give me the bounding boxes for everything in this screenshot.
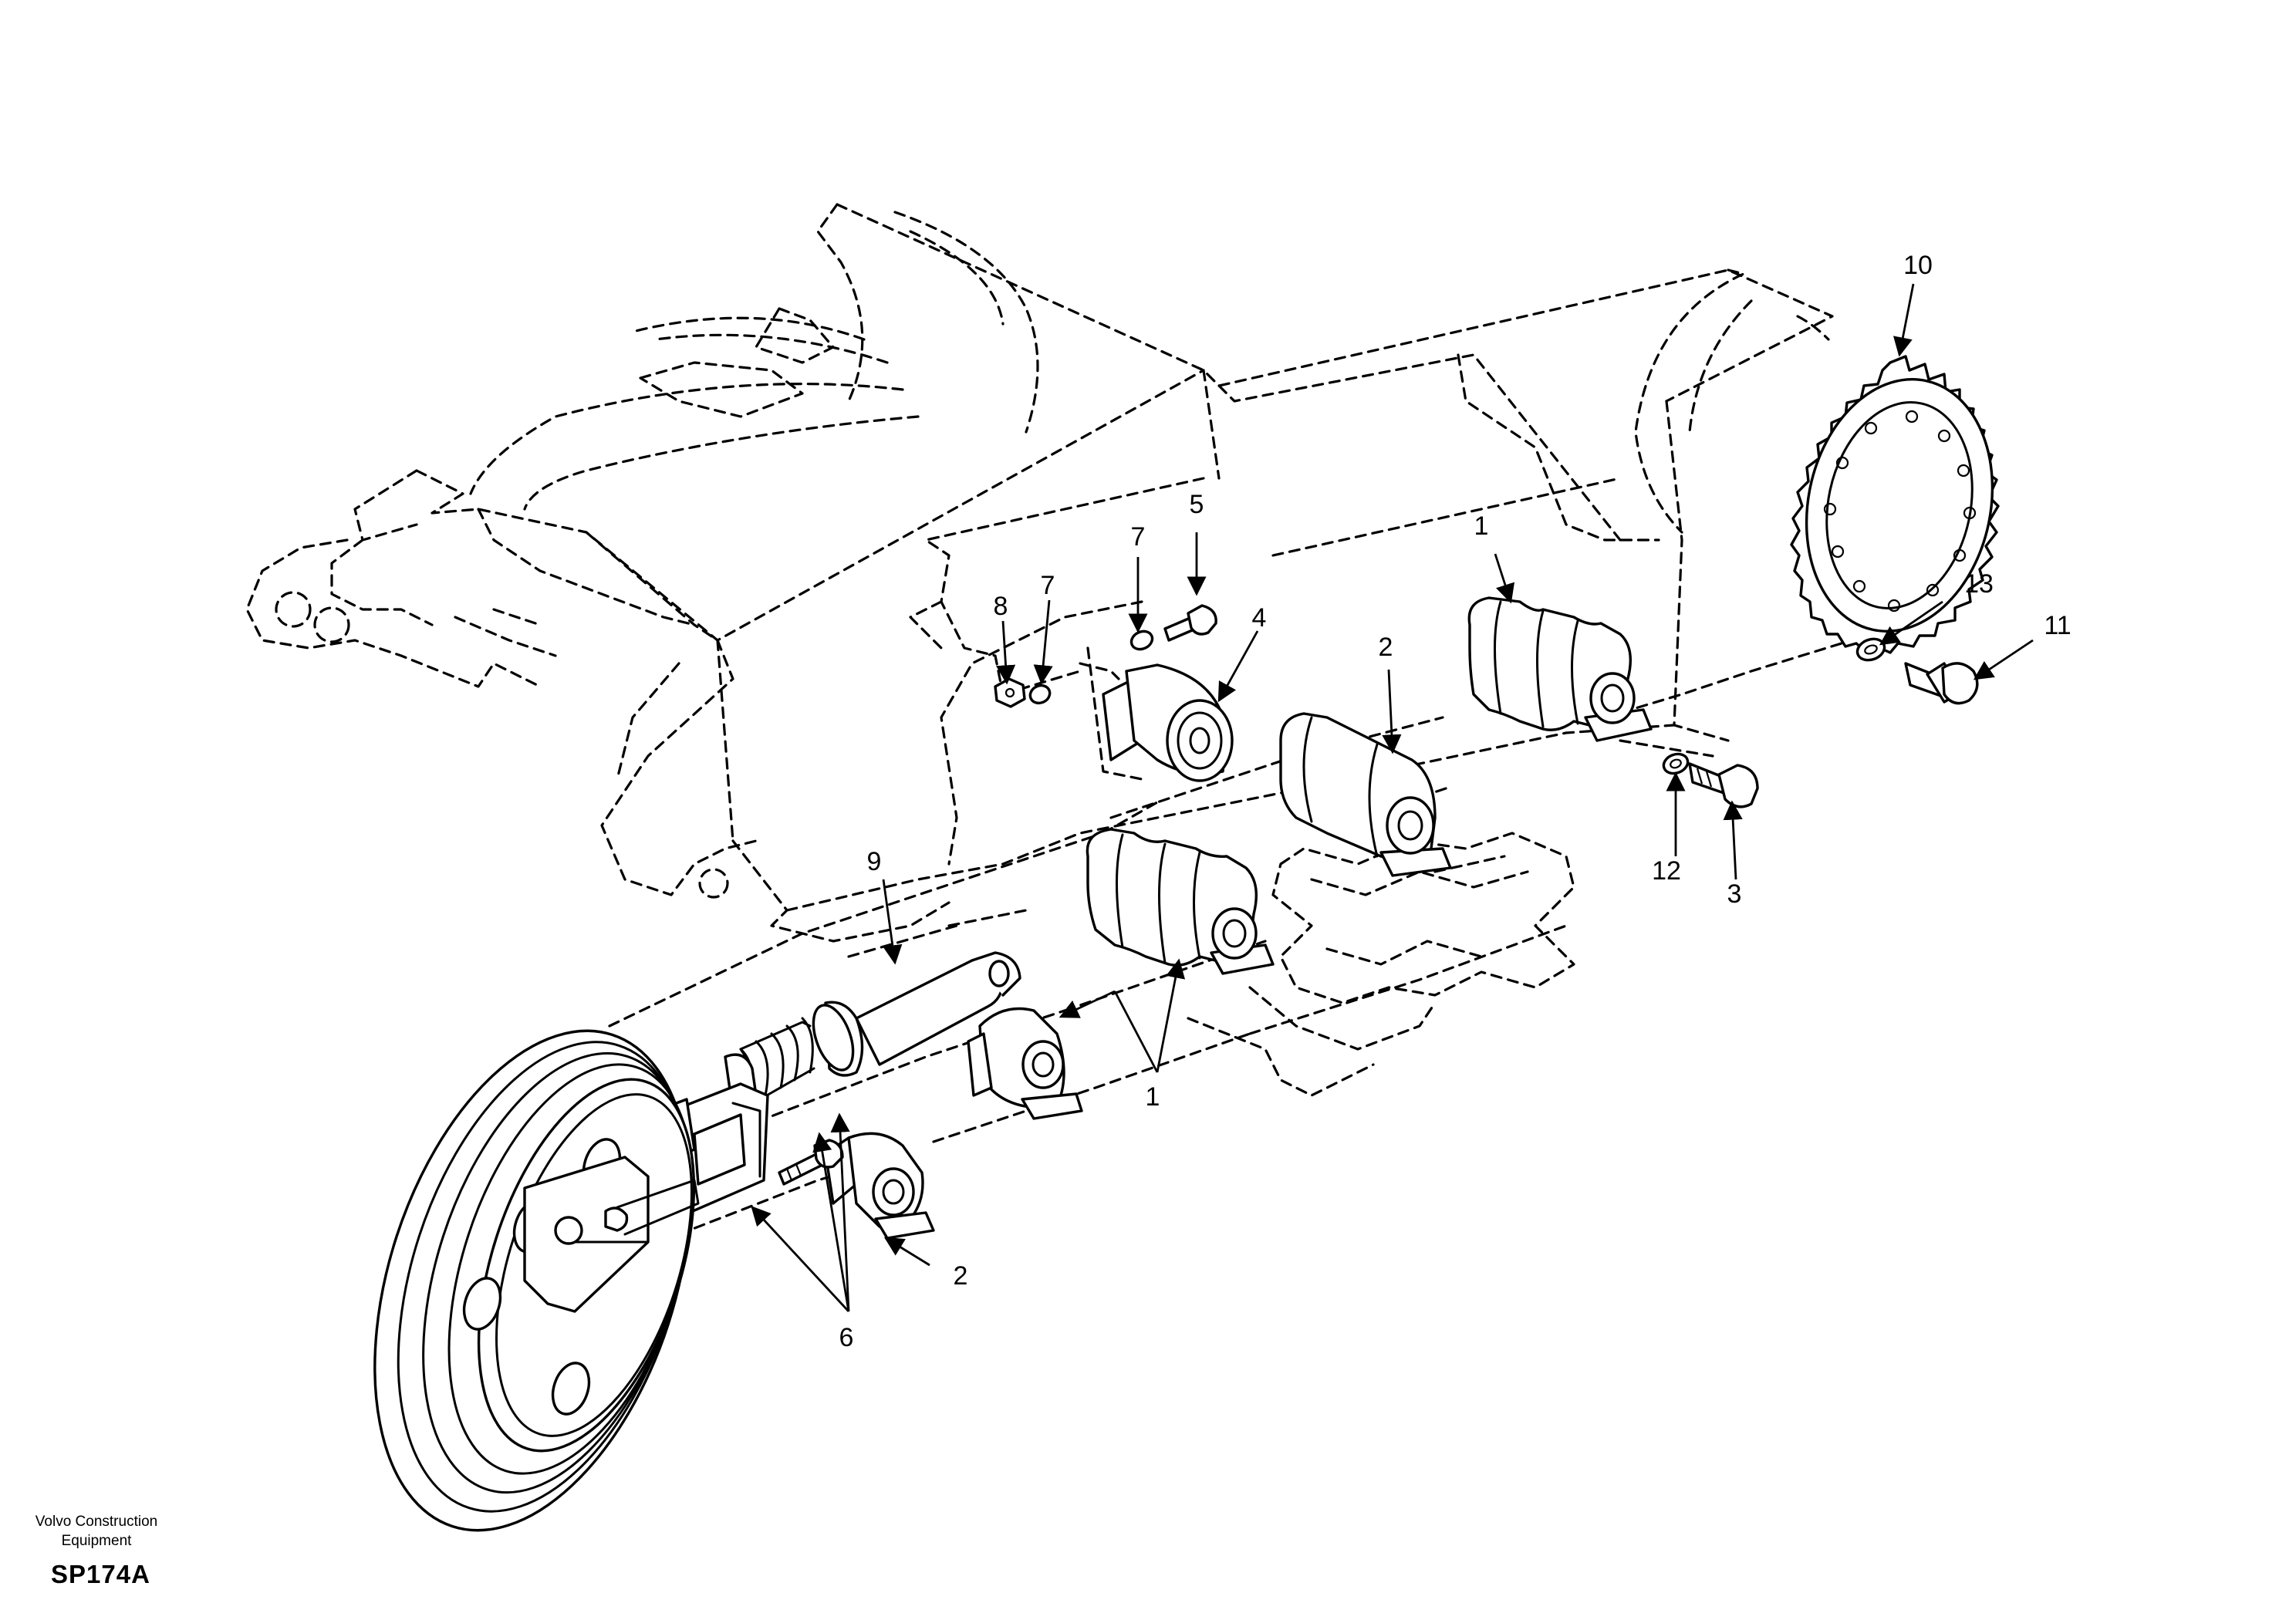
callout-9: 9 — [867, 847, 882, 876]
manufacturer-line-1: Volvo Construction — [35, 1514, 158, 1530]
sprocket-bolt — [1904, 662, 1979, 705]
manufacturer-line-2: Equipment — [61, 1533, 132, 1549]
callout-4: 4 — [1252, 603, 1267, 633]
sprocket-washer — [1855, 637, 1886, 662]
track-roller-lower — [1086, 828, 1275, 975]
callout-8: 8 — [994, 592, 1008, 621]
callout-6: 5 — [1190, 490, 1204, 519]
idler-yoke-block — [523, 1156, 700, 1313]
drive-sprocket — [1790, 355, 2000, 654]
washer-7-right — [1129, 629, 1154, 651]
roller-bolt — [1688, 762, 1759, 808]
sprocket-bolt-holes — [1823, 410, 1977, 613]
callout-5: 6 — [839, 1323, 854, 1352]
roller-single-flange-upper — [1279, 712, 1452, 877]
carrier-roller-4 — [1102, 663, 1234, 782]
roller-washer — [1662, 752, 1690, 775]
callout-3: 3 — [1727, 879, 1742, 909]
callout-10: 10 — [1903, 251, 1933, 280]
manufacturer-label: Volvo Construction Equipment — [23, 1512, 170, 1551]
callout-1-upper: 1 — [1474, 511, 1489, 541]
track-roller-upper — [1467, 596, 1653, 742]
illustration-code: SP174A — [51, 1560, 150, 1588]
callout-7-right: 7 — [1131, 522, 1146, 552]
callout-12: 12 — [1652, 856, 1681, 886]
roller-single-flange-lower — [824, 1132, 935, 1240]
callout-2-upper: 2 — [1379, 633, 1393, 662]
callout-11: 11 — [2044, 611, 2071, 640]
nut-8 — [994, 677, 1026, 708]
callout-2-lower: 2 — [954, 1261, 968, 1291]
callout-7-left: 7 — [1041, 571, 1055, 600]
leader-lines — [751, 283, 2034, 1312]
bolt-6 — [1163, 604, 1217, 642]
callout-13: 13 — [1964, 569, 1994, 599]
callout-1-lower: 1 — [1146, 1082, 1160, 1112]
roller-near-cylinder — [967, 1007, 1083, 1120]
callout-labels: 5 7 7 8 4 1 2 10 13 11 12 3 9 1 2 6 — [839, 251, 2071, 1352]
washer-7-left — [1028, 683, 1052, 705]
